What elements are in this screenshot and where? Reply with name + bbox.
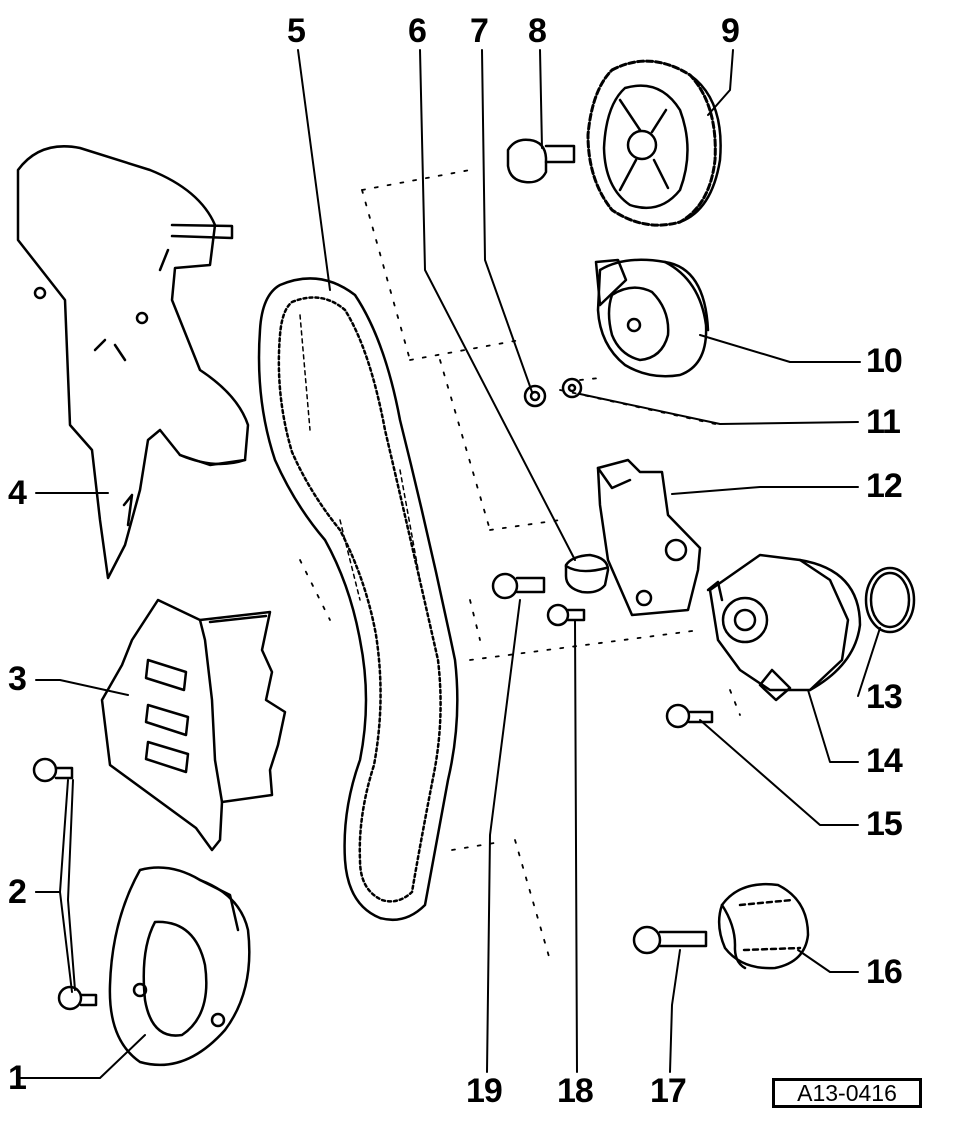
tensioning-roller — [594, 258, 710, 378]
callout-10: 10 — [866, 342, 903, 380]
pump-bolt — [665, 703, 714, 729]
spacer-sleeve — [564, 553, 610, 594]
callout-6: 6 — [408, 12, 427, 50]
cover-bolts — [32, 757, 98, 1011]
upper-timing-cover — [16, 145, 250, 580]
callout-2: 2 — [8, 873, 27, 911]
idler-roller — [717, 883, 810, 970]
small-bolt — [546, 603, 586, 627]
callout-17: 17 — [650, 1072, 687, 1110]
callout-16: 16 — [866, 953, 903, 991]
callout-8: 8 — [528, 12, 547, 50]
callout-9: 9 — [721, 12, 740, 50]
coolant-pump — [706, 553, 862, 702]
reference-code: A13-0416 — [797, 1079, 897, 1106]
callout-18: 18 — [557, 1072, 594, 1110]
reference-code-box: A13-0416 — [772, 1078, 922, 1108]
callout-5: 5 — [287, 12, 306, 50]
lower-timing-cover — [108, 866, 251, 1067]
tensioner-nut — [523, 384, 547, 408]
camshaft-bolt — [506, 138, 576, 184]
callout-13: 13 — [866, 678, 903, 716]
bracket-bolt — [491, 572, 546, 600]
roller-bolt — [632, 925, 708, 955]
callout-12: 12 — [866, 467, 903, 505]
washer — [561, 377, 583, 399]
assembly-guides — [299, 169, 741, 961]
callout-3: 3 — [8, 660, 27, 698]
middle-timing-cover — [100, 598, 287, 852]
callout-14: 14 — [866, 742, 903, 780]
leader-lines — [17, 49, 881, 1079]
idler-bracket — [596, 458, 702, 617]
callout-4: 4 — [8, 474, 27, 512]
callout-7: 7 — [470, 12, 489, 50]
camshaft-sprocket — [586, 59, 722, 227]
callout-19: 19 — [466, 1072, 503, 1110]
callout-15: 15 — [866, 805, 903, 843]
callout-1: 1 — [8, 1059, 27, 1097]
callout-11: 11 — [866, 403, 901, 441]
o-ring — [864, 566, 916, 634]
toothed-belt — [257, 277, 459, 922]
